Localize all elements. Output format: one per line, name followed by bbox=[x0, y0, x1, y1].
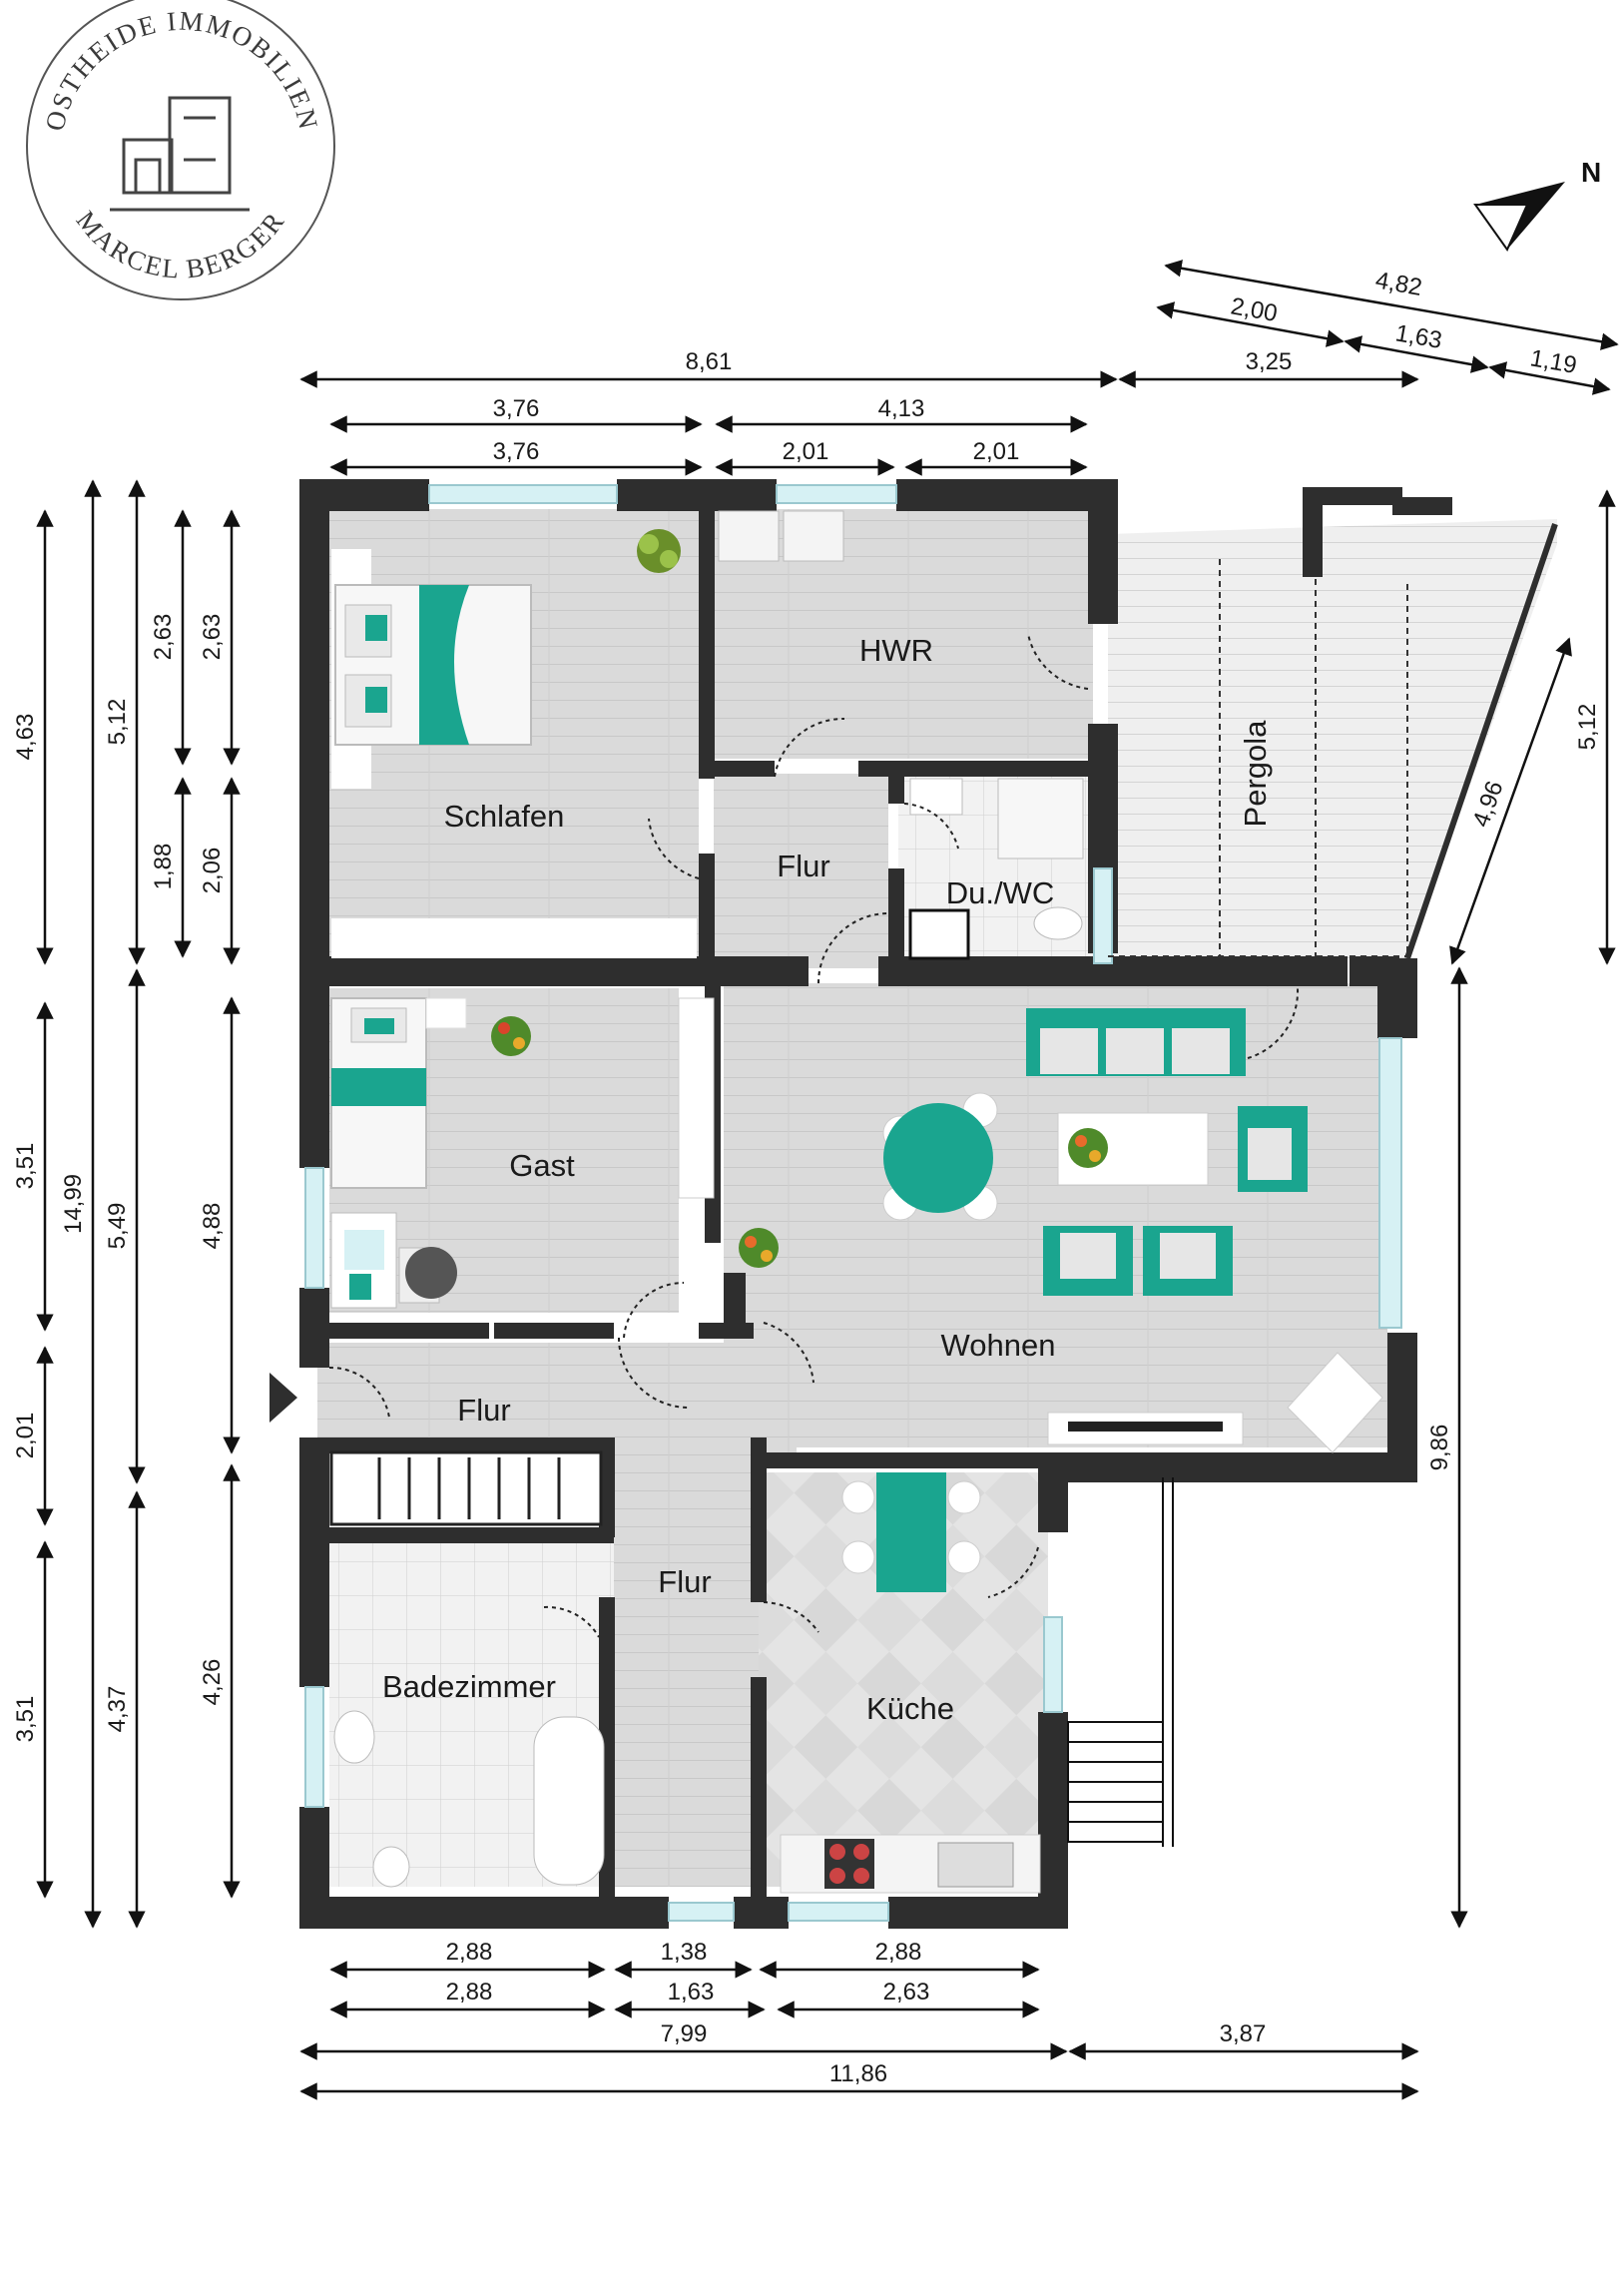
dim-pergola-width: 3,25 bbox=[1246, 348, 1293, 375]
logo-bottom-text: MARCEL BERGER bbox=[71, 206, 291, 285]
entry-arrow-icon bbox=[270, 1373, 297, 1423]
room-label-pergola: Pergola bbox=[1238, 720, 1273, 828]
dim-left-total: 14,99 bbox=[60, 1174, 87, 1234]
sofa-icon bbox=[1026, 1008, 1246, 1076]
dim-bottom-c2: 3,87 bbox=[1220, 2020, 1267, 2047]
room-label-kueche: Küche bbox=[866, 1691, 954, 1726]
side-table bbox=[1287, 1352, 1383, 1453]
sink-icon bbox=[909, 778, 963, 816]
door-swings bbox=[328, 633, 1300, 1638]
north-label: N bbox=[1581, 157, 1601, 188]
dimension-labels: 8,61 3,76 4,13 3,76 2,01 2,01 3,25 4,82 … bbox=[12, 267, 1601, 2087]
kitchen-table-icon bbox=[876, 1472, 946, 1592]
dim-pergola-right-height: 5,12 bbox=[1574, 704, 1601, 751]
furniture bbox=[270, 510, 1558, 1894]
stairs-icon bbox=[329, 1450, 603, 1526]
dim-bottom-b3: 2,63 bbox=[883, 1979, 930, 2006]
room-label-wohnen: Wohnen bbox=[941, 1328, 1056, 1363]
dim-pergola-diag-total: 4,82 bbox=[1373, 267, 1424, 301]
dim-bottom-b2: 1,63 bbox=[668, 1979, 715, 2006]
armchair-icon bbox=[1043, 1226, 1233, 1296]
bathtub-icon bbox=[533, 1716, 605, 1886]
room-label-gast: Gast bbox=[509, 1148, 575, 1183]
sink-icon bbox=[333, 1710, 375, 1764]
dryer bbox=[783, 510, 844, 562]
dim-pergola-diag-c: 1,19 bbox=[1528, 344, 1579, 379]
dim-right-total-height: 9,86 bbox=[1426, 1425, 1453, 1471]
dim-bottom-a1: 2,88 bbox=[446, 1939, 493, 1966]
shelf bbox=[908, 908, 970, 960]
outside-stairs-icon bbox=[1067, 1477, 1174, 1847]
shower-icon bbox=[997, 778, 1084, 860]
dining-table-icon bbox=[882, 1092, 998, 1221]
dim-top-mid-inner: 2,01 bbox=[783, 438, 829, 465]
toilet-icon bbox=[372, 1846, 410, 1888]
room-label-du-wc: Du./WC bbox=[946, 875, 1055, 910]
windows bbox=[304, 484, 1402, 1922]
room-label-flur-top: Flur bbox=[777, 849, 829, 883]
dim-left-a4: 3,51 bbox=[12, 1696, 39, 1743]
dim-pergola-diag-b: 1,63 bbox=[1393, 319, 1444, 354]
dim-left-a1: 4,63 bbox=[12, 714, 39, 761]
dim-left-e2: 2,06 bbox=[199, 848, 226, 894]
dim-bottom-a2: 1,38 bbox=[661, 1939, 708, 1966]
wardrobe bbox=[678, 997, 715, 1199]
toilet-icon bbox=[1033, 906, 1083, 940]
dim-bottom-c1: 7,99 bbox=[661, 2020, 708, 2047]
sink-icon bbox=[937, 1842, 1014, 1888]
tv-icon bbox=[1068, 1422, 1223, 1432]
north-arrow-icon bbox=[1473, 182, 1565, 253]
room-label-flur-entry: Flur bbox=[457, 1393, 510, 1428]
dim-left-c1: 5,12 bbox=[104, 699, 131, 746]
armchair-icon bbox=[1238, 1106, 1308, 1192]
dim-left-a3: 2,01 bbox=[12, 1413, 39, 1459]
dim-top-left-inner: 3,76 bbox=[493, 438, 540, 465]
stove-icon bbox=[824, 1839, 874, 1889]
washer bbox=[718, 510, 780, 562]
dim-bottom-a3: 2,88 bbox=[875, 1939, 922, 1966]
dim-top-right-outer: 4,13 bbox=[878, 395, 925, 422]
plant-icon bbox=[637, 529, 681, 573]
wardrobe bbox=[331, 918, 697, 958]
pergola-beams bbox=[1108, 559, 1408, 957]
dim-bottom-total: 11,86 bbox=[829, 2060, 887, 2087]
dim-left-e4: 4,26 bbox=[199, 1659, 226, 1706]
dim-left-d1: 2,63 bbox=[150, 614, 177, 661]
house-icon bbox=[110, 96, 250, 212]
dim-left-e3: 4,88 bbox=[199, 1203, 226, 1250]
room-label-badezimmer: Badezimmer bbox=[382, 1669, 556, 1704]
room-label-schlafen: Schlafen bbox=[444, 799, 565, 834]
dim-left-a2: 3,51 bbox=[12, 1143, 39, 1190]
bed-icon bbox=[331, 549, 532, 789]
dim-left-d2: 1,88 bbox=[150, 844, 177, 890]
desk-icon bbox=[330, 1212, 457, 1309]
plant-icon bbox=[739, 1228, 779, 1268]
logo-seal: OSTHEIDE IMMOBILIEN MARCEL BERGER bbox=[26, 0, 335, 300]
room-label-hwr: HWR bbox=[859, 633, 933, 668]
dim-bottom-b1: 2,88 bbox=[446, 1979, 493, 2006]
dim-top-left-outer: 3,76 bbox=[493, 395, 540, 422]
dim-top-total: 8,61 bbox=[686, 348, 733, 375]
single-bed-icon bbox=[330, 997, 427, 1189]
plant-icon bbox=[1068, 1128, 1108, 1168]
dim-left-c2: 5,49 bbox=[104, 1203, 131, 1250]
dimension-lines bbox=[36, 260, 1619, 2100]
dim-left-c3: 4,37 bbox=[104, 1686, 131, 1733]
dim-left-e1: 2,63 bbox=[199, 614, 226, 661]
logo-top-text: OSTHEIDE IMMOBILIEN bbox=[39, 5, 323, 133]
dim-top-right-inner: 2,01 bbox=[973, 438, 1020, 465]
plant-icon bbox=[491, 1016, 531, 1056]
room-label-flur-lower: Flur bbox=[658, 1564, 711, 1599]
